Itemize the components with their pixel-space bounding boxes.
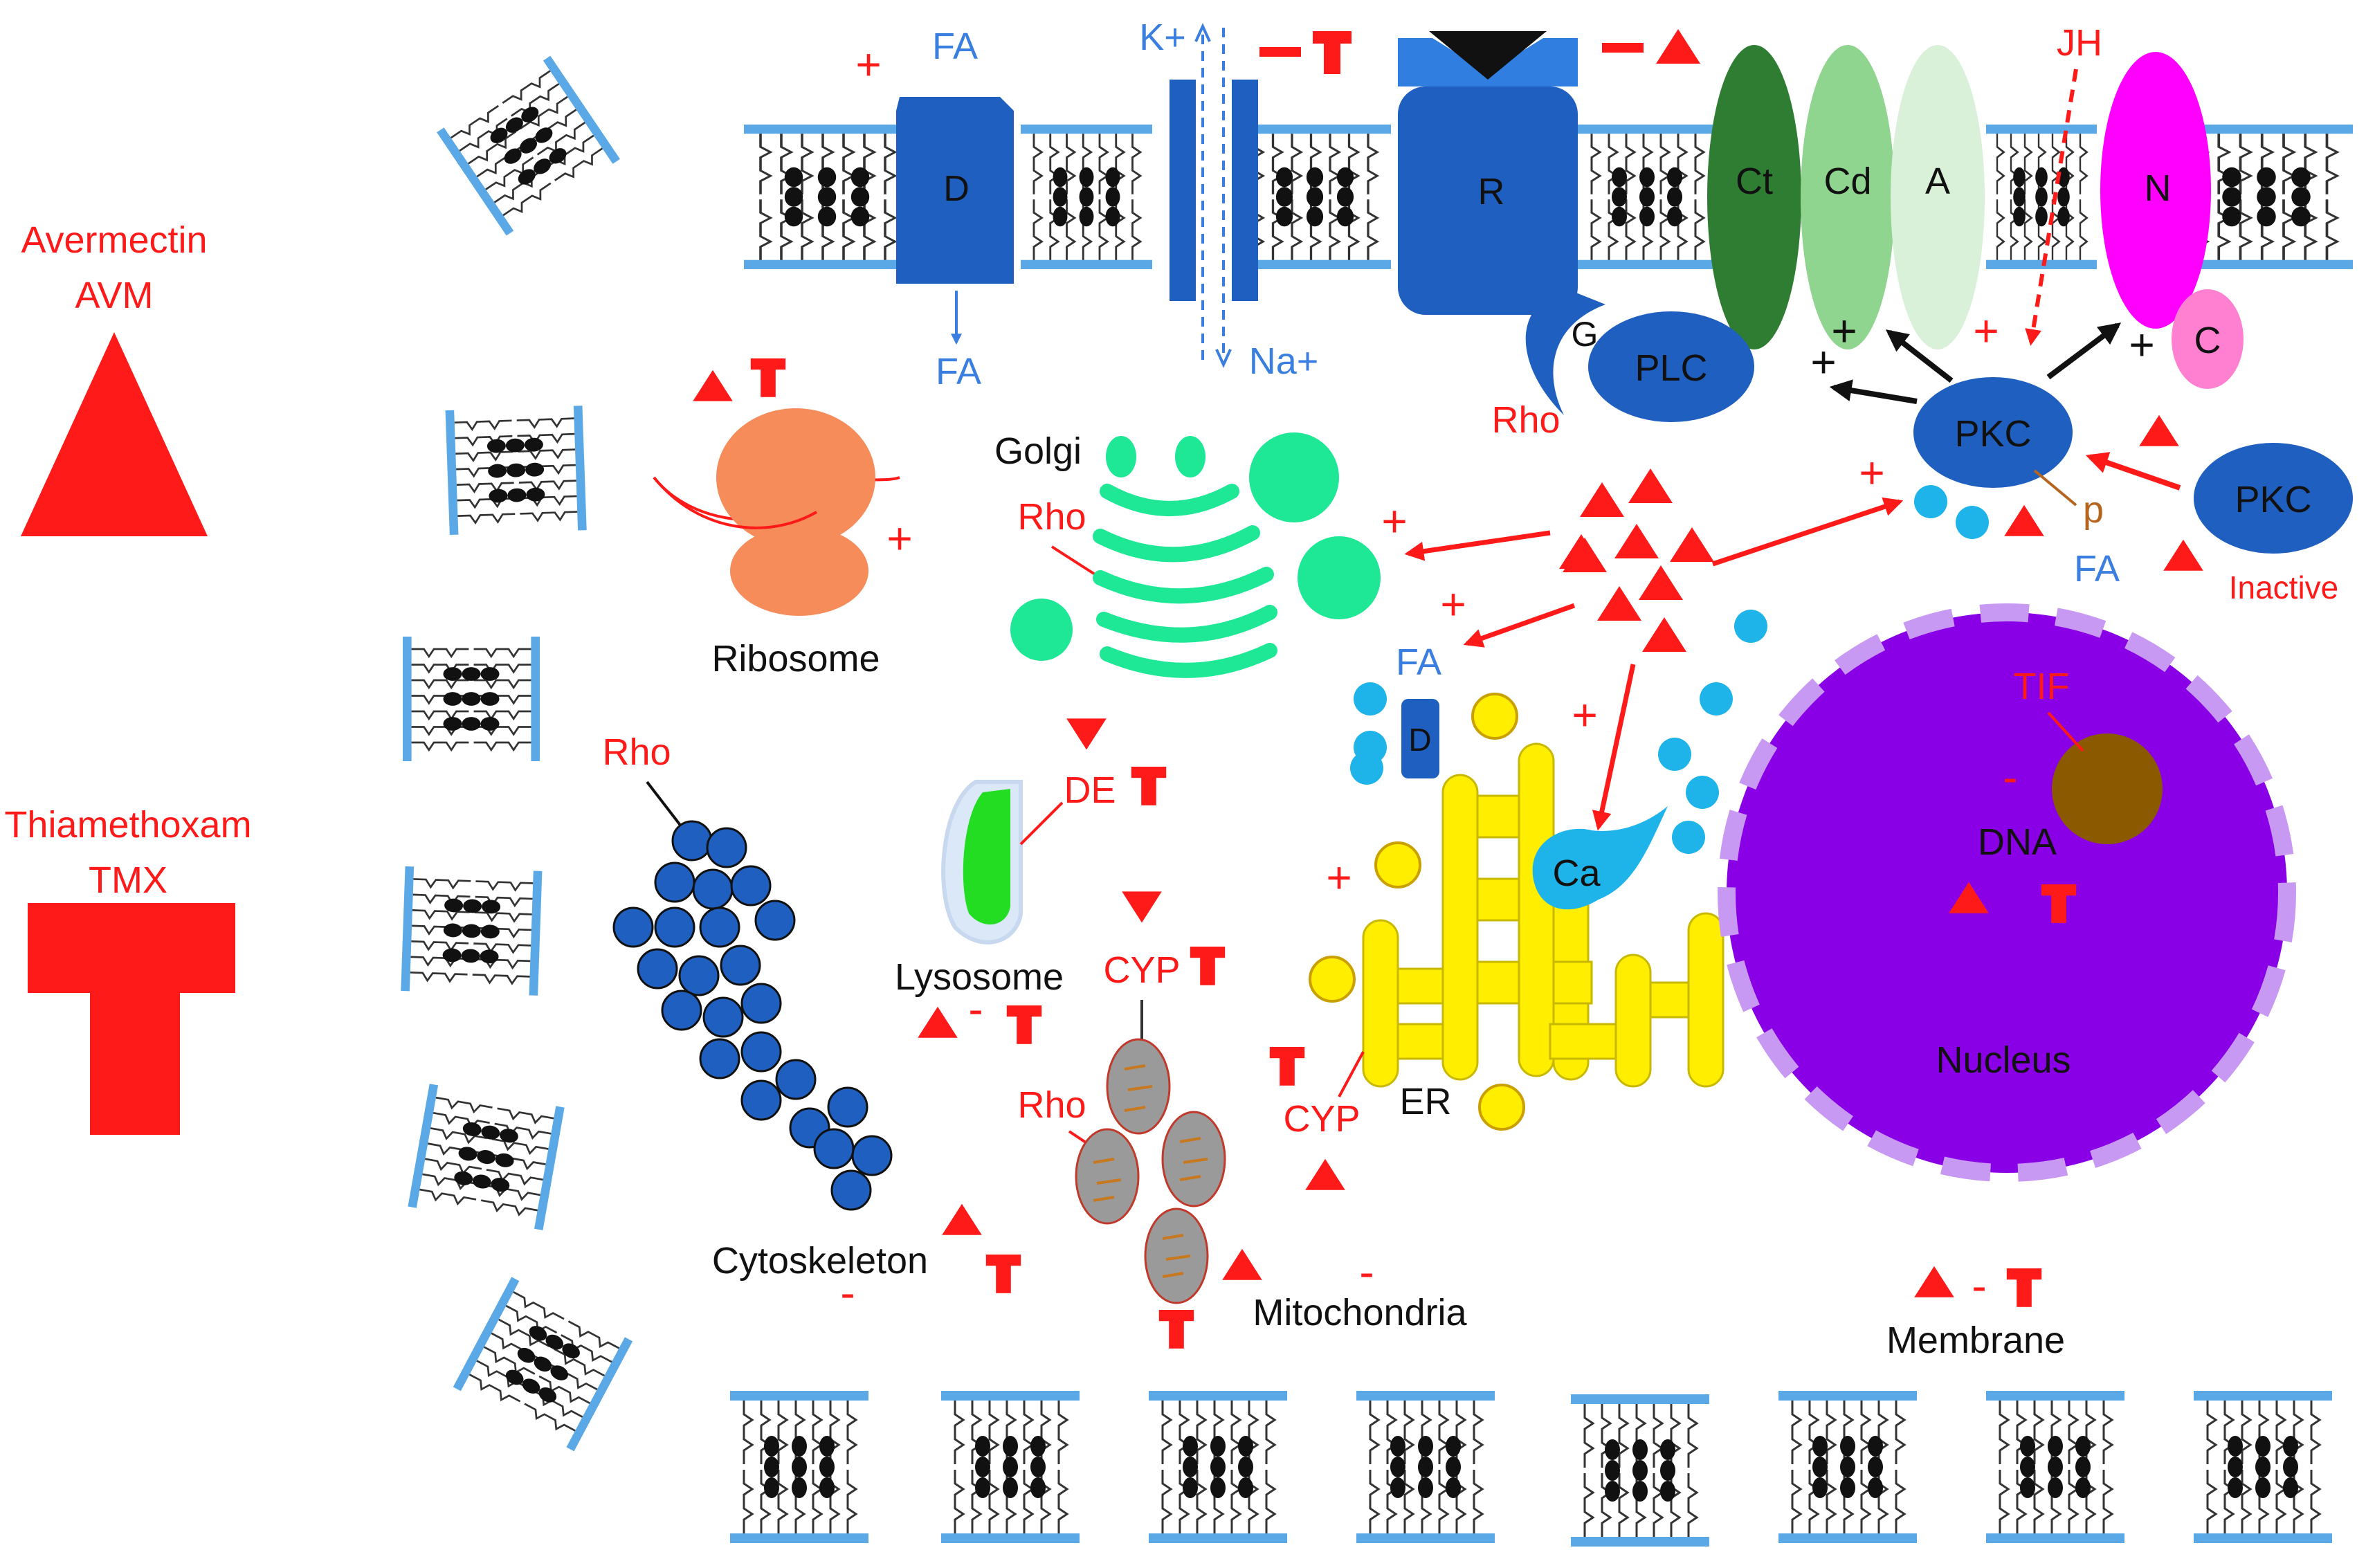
fa-er-label: FA: [1396, 641, 1441, 683]
dna-label: DNA: [1978, 821, 2057, 863]
n-label: N: [2145, 167, 2172, 209]
mitochondria-label: Mitochondria: [1253, 1292, 1467, 1333]
legend-thiamethoxam-abbr: TMX: [89, 859, 167, 901]
ribosome: Ribosome: [653, 408, 900, 680]
pkc-to-plc-arrow: [1829, 379, 1918, 404]
tif-label: TIF: [2014, 666, 2070, 707]
plus-sign: +: [1381, 496, 1407, 546]
left-membrane: [399, 55, 634, 1452]
jh-label: JH: [2057, 22, 2102, 64]
nucleolus: [2052, 733, 2163, 844]
k-ion-label: K+: [1139, 17, 1186, 58]
a-label: A: [1925, 161, 1950, 202]
ct-cd-a-complex: Ct Cd A: [1707, 45, 1985, 349]
plus-sign: +: [1859, 448, 1884, 498]
pkc-inactive-label: PKC: [2235, 479, 2311, 520]
pkc-active: [1913, 377, 2073, 488]
plus-sign: +: [1440, 579, 1466, 629]
plus-sign: +: [2129, 320, 2154, 370]
ca-label: Ca: [1552, 853, 1601, 894]
jh-dashed-arrow: [2025, 69, 2078, 346]
minus-tee-receptor: [1259, 31, 1352, 74]
nucleus: TIF - DNA Nucleus: [1718, 603, 2296, 1182]
avm-to-ca-arrow: [1592, 664, 1636, 831]
ion-channel: K+ Na+: [1139, 17, 1318, 382]
cytoskeleton-label: Cytoskeleton: [712, 1240, 928, 1282]
channel-d-label: D: [943, 169, 970, 209]
n-c-complex: N C JH: [2025, 22, 2244, 389]
plc-label: PLC: [1635, 347, 1707, 389]
rho-golgi-label: Rho: [1017, 496, 1086, 538]
de-label: DE: [1064, 769, 1116, 811]
avm-to-golgi-arrow: [1404, 530, 1551, 561]
minus-sign: -: [1359, 1247, 1374, 1297]
channel-d: D FA FA: [896, 26, 1014, 392]
fa-pkc-label: FA: [2074, 548, 2120, 590]
mitochondria: CYP Rho Mitochondria: [1017, 949, 1467, 1333]
plus-sign: +: [886, 513, 912, 563]
er-label: ER: [1399, 1081, 1451, 1122]
rho-cyto-label: Rho: [602, 731, 671, 773]
ct-label: Ct: [1736, 161, 1773, 202]
legend: Avermectin AVM Thiamethoxam TMX: [4, 219, 252, 1135]
rho-mito-label: Rho: [1017, 1084, 1086, 1126]
lysosome: DE Lysosome: [895, 769, 1116, 998]
cd-label: Cd: [1823, 161, 1871, 202]
na-ion-label: Na+: [1249, 340, 1319, 382]
d-er-label: D: [1408, 722, 1431, 758]
pkc-to-n-arrow: [2046, 322, 2122, 380]
legend-thiamethoxam-name: Thiamethoxam: [4, 804, 251, 846]
rho-g-label: Rho: [1491, 399, 1560, 441]
minus-sign: -: [2003, 752, 2017, 802]
pkc-to-cd-arrow: [1885, 329, 1954, 383]
thiamethoxam-tee-symbol: [28, 903, 235, 1135]
golgi-label: Golgi: [994, 430, 1082, 472]
endoplasmic-reticulum: FA D Ca: [1283, 610, 1767, 1140]
plc-enzyme: [1588, 311, 1754, 422]
fa-bottom-label: FA: [936, 351, 981, 392]
minus-sign: -: [840, 1268, 855, 1318]
cyp-er-label: CYP: [1283, 1098, 1360, 1140]
nucleus-label: Nucleus: [1936, 1039, 2071, 1081]
legend-avermectin-name: Avermectin: [21, 219, 207, 261]
membrane-label: Membrane: [1886, 1320, 2065, 1361]
ribosome-label: Ribosome: [711, 638, 880, 680]
p-tether: [2033, 469, 2077, 507]
ca-droplet: [1532, 806, 1668, 910]
fa-droplet: [1956, 506, 1989, 539]
cytoskeleton: Rho Cytoskeleton: [602, 731, 928, 1282]
legend-avermectin-abbr: AVM: [75, 275, 153, 316]
fa-top-label: FA: [932, 26, 978, 67]
avermectin-triangle-symbol: [21, 332, 208, 536]
golgi-apparatus: Golgi Rho: [994, 430, 1381, 678]
plus-sign: +: [1831, 306, 1857, 356]
avm-to-er-arrow: [1463, 603, 1576, 648]
receptor-label: R: [1478, 171, 1505, 212]
bottom-membrane: [729, 1389, 2333, 1548]
g-protein: G Rho: [1491, 291, 1605, 441]
c-label: C: [2194, 320, 2221, 361]
minus-sign: -: [968, 984, 983, 1034]
receptor-r: R: [1398, 31, 1578, 315]
cyp-mito-label: CYP: [1103, 949, 1180, 991]
pkc-inactive: [2194, 443, 2353, 554]
fa-droplet: [1914, 485, 1947, 518]
plus-sign: +: [1810, 337, 1836, 387]
avermectin-cluster: [1559, 468, 1714, 652]
plus-sign: +: [1572, 690, 1597, 740]
plus-sign: +: [1973, 306, 1999, 356]
plus-sign: +: [855, 39, 881, 89]
p-label: p: [2083, 489, 2104, 531]
avm-to-pkc-arrow: [1711, 497, 1904, 567]
lysosome-label: Lysosome: [895, 956, 1064, 998]
inactive-to-active-arrow: [2085, 452, 2181, 491]
minus-triangle-receptor: [1602, 29, 1700, 64]
plus-sign: +: [1326, 853, 1352, 902]
minus-sign: -: [1972, 1261, 1986, 1311]
d-er-box: [1401, 699, 1439, 778]
inactive-label: Inactive: [2229, 569, 2339, 605]
pkc-active-label: PKC: [1954, 413, 2031, 455]
